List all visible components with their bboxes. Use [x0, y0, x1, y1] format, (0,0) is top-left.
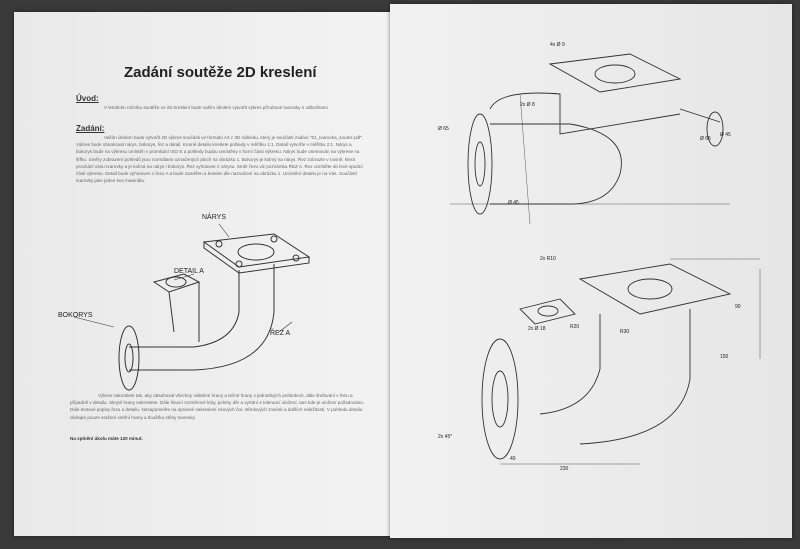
dim-label: 90 — [735, 304, 741, 310]
time-note: Na splnění úkolu máte 120 minut. — [70, 436, 143, 441]
right-paper-page: 4x Ø 9 Ø 65 Ø 45 Ø 65 Ø 45 2x Ø 8 2x R10… — [390, 4, 792, 538]
task-text: Vaším úkolem bude vytvořit 2D výkres sou… — [76, 135, 364, 184]
dim-label: R20 — [570, 324, 580, 330]
dim-label: 4x Ø 9 — [550, 42, 565, 48]
dim-label: 2x Ø 8 — [520, 102, 535, 108]
figure-3d-fitting — [73, 223, 311, 391]
label-detail: DETAIL A — [174, 268, 204, 275]
dim-label: Ø 65 — [438, 126, 449, 132]
dim-label: 2x R10 — [540, 256, 556, 262]
dim-label: 150 — [720, 354, 729, 360]
closing-text: Výkres nakreslete tak, aby obsahoval vše… — [70, 393, 365, 420]
left-paper-page: Zadání soutěže 2D kreslení Úvod: V letoš… — [14, 12, 392, 536]
dim-label: Ø 45 — [720, 132, 731, 138]
intro-heading: Úvod: — [76, 94, 99, 103]
dim-label: 230 — [560, 466, 569, 472]
label-rez: ŘEZ A — [270, 330, 291, 337]
dim-label: 2x 45° — [438, 434, 453, 440]
drawing-top-view — [450, 53, 730, 225]
task-heading: Zadání: — [76, 124, 105, 133]
dim-label: R30 — [620, 329, 630, 335]
intro-text: V letošním ročníku soutěže ve 2D kreslen… — [104, 105, 328, 110]
dim-label: 40 — [510, 456, 516, 462]
dim-label: 2x Ø 18 — [528, 326, 546, 332]
label-bokorys: BOKORYS — [58, 312, 93, 319]
label-narys: NÁRYS — [202, 214, 226, 221]
dim-label: Ø 65 — [700, 136, 711, 142]
dim-label: Ø 45 — [508, 200, 519, 206]
page-title: Zadání soutěže 2D kreslení — [124, 64, 317, 81]
drawing-bottom-view — [481, 258, 761, 465]
